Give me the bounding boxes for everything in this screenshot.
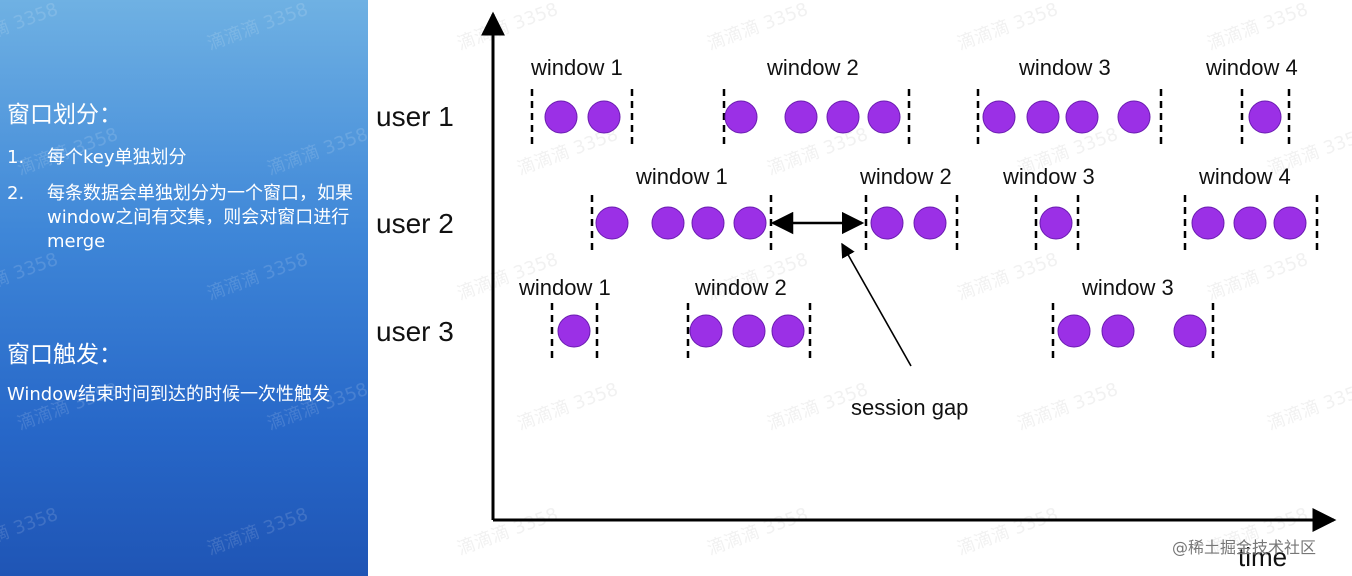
user2-window-2-label: window 2 <box>859 164 952 189</box>
user2-window-3-label: window 3 <box>1002 164 1095 189</box>
event-dot-user1-window2 <box>724 100 758 134</box>
window-trigger-heading: 窗口触发： <box>7 342 122 368</box>
event-dot-user2-window2 <box>870 206 904 240</box>
credit-watermark: @稀土掘金技术社区 <box>1172 538 1316 557</box>
session-gap-pointer-arrow <box>841 242 912 367</box>
watermark-text: 滴滴滴 3358 <box>15 124 121 180</box>
user3-window-3-label: window 3 <box>1081 275 1174 300</box>
event-dot-user1-window1 <box>544 100 578 134</box>
watermark-text: 滴滴滴 3358 <box>455 0 561 55</box>
list-number: 1. <box>7 147 25 168</box>
event-dot-user1-window3 <box>982 100 1016 134</box>
watermark-text: 滴滴滴 3358 <box>15 379 121 435</box>
watermark-text: 滴滴滴 3358 <box>455 504 561 560</box>
event-dot-user2-window4 <box>1233 206 1267 240</box>
watermark-text: 滴滴滴 3358 <box>515 379 621 435</box>
watermark-text: 滴滴滴 3358 <box>955 249 1061 305</box>
event-dot-user2-window3 <box>1039 206 1073 240</box>
event-dot-user3-window2 <box>732 314 766 348</box>
sidebar-panel: 窗口划分： 1. 每个key单独划分 2. 每条数据会单独划分为一个窗口，如果w… <box>0 0 368 576</box>
list-item: 2. 每条数据会单独划分为一个窗口，如果window之间有交集，则会对窗口进行m… <box>7 182 357 254</box>
user2-window-4-label: window 4 <box>1198 164 1291 189</box>
event-dot-user1-window2 <box>826 100 860 134</box>
watermark-text: 滴滴滴 3358 <box>1205 249 1311 305</box>
row-label-user-2: user 2 <box>376 208 454 239</box>
list-item: 1. 每个key单独划分 <box>7 146 357 170</box>
watermark-text: 滴滴滴 3358 <box>765 124 871 180</box>
event-dot-user3-window3 <box>1057 314 1091 348</box>
event-dot-user2-window2 <box>913 206 947 240</box>
event-dot-user2-window4 <box>1191 206 1225 240</box>
user1-window-4-label: window 4 <box>1205 55 1298 80</box>
list-text: 每条数据会单独划分为一个窗口，如果window之间有交集，则会对窗口进行merg… <box>47 183 353 252</box>
event-dot-user3-window2 <box>771 314 805 348</box>
event-dot-user1-window1 <box>587 100 621 134</box>
watermark-text: 滴滴滴 3358 <box>1015 379 1121 435</box>
list-text: 每个key单独划分 <box>47 147 187 168</box>
user1-window-3-label: window 3 <box>1018 55 1111 80</box>
watermark-text: 滴滴滴 3358 <box>705 504 811 560</box>
user1-window-1-label: window 1 <box>530 55 623 80</box>
watermark-text: 滴滴滴 3358 <box>205 249 311 305</box>
watermark-text: 滴滴滴 3358 <box>0 249 61 305</box>
user1-window-2-label: window 2 <box>766 55 859 80</box>
event-dot-user2-window1 <box>651 206 685 240</box>
event-dot-user2-window4 <box>1273 206 1307 240</box>
row-label-user-3: user 3 <box>376 316 454 347</box>
event-dot-user3-window2 <box>689 314 723 348</box>
watermark-text: 滴滴滴 3358 <box>0 0 61 55</box>
event-dot-user1-window2 <box>784 100 818 134</box>
list-number: 2. <box>7 183 25 204</box>
event-dot-user1-window3 <box>1026 100 1060 134</box>
watermark-text: 滴滴滴 3358 <box>205 0 311 55</box>
event-dot-user2-window1 <box>733 206 767 240</box>
watermark-text: 滴滴滴 3358 <box>1265 379 1352 435</box>
watermark-text: 滴滴滴 3358 <box>0 504 61 560</box>
watermark-text: 滴滴滴 3358 <box>265 124 371 180</box>
event-dot-user1-window3 <box>1117 100 1151 134</box>
watermark-text: 滴滴滴 3358 <box>705 0 811 55</box>
event-dot-user1-window4 <box>1248 100 1282 134</box>
user3-window-2-label: window 2 <box>694 275 787 300</box>
session-gap-label: session gap <box>851 395 968 420</box>
window-marks <box>530 89 1319 359</box>
window-division-heading: 窗口划分： <box>7 102 122 128</box>
user2-window-1-label: window 1 <box>635 164 728 189</box>
event-dot-user2-window1 <box>691 206 725 240</box>
window-trigger-text: Window结束时间到达的时候一次性触发 <box>7 384 330 405</box>
watermark-text: 滴滴滴 3358 <box>955 0 1061 55</box>
event-dot-user1-window3 <box>1065 100 1099 134</box>
event-dot-user2-window1 <box>595 206 629 240</box>
watermark-text: 滴滴滴 3358 <box>265 379 371 435</box>
watermark-text: 滴滴滴 3358 <box>205 504 311 560</box>
time-axis-label: time <box>1238 542 1287 572</box>
event-dot-user3-window3 <box>1101 314 1135 348</box>
watermark-text: 滴滴滴 3358 <box>955 504 1061 560</box>
window-division-list: 1. 每个key单独划分 2. 每条数据会单独划分为一个窗口，如果window之… <box>7 146 357 266</box>
event-dot-user1-window2 <box>867 100 901 134</box>
row-label-user-1: user 1 <box>376 101 454 132</box>
watermark-text: 滴滴滴 3358 <box>1205 0 1311 55</box>
user3-window-1-label: window 1 <box>518 275 611 300</box>
event-dot-user3-window3 <box>1173 314 1207 348</box>
event-dot-user3-window1 <box>557 314 591 348</box>
